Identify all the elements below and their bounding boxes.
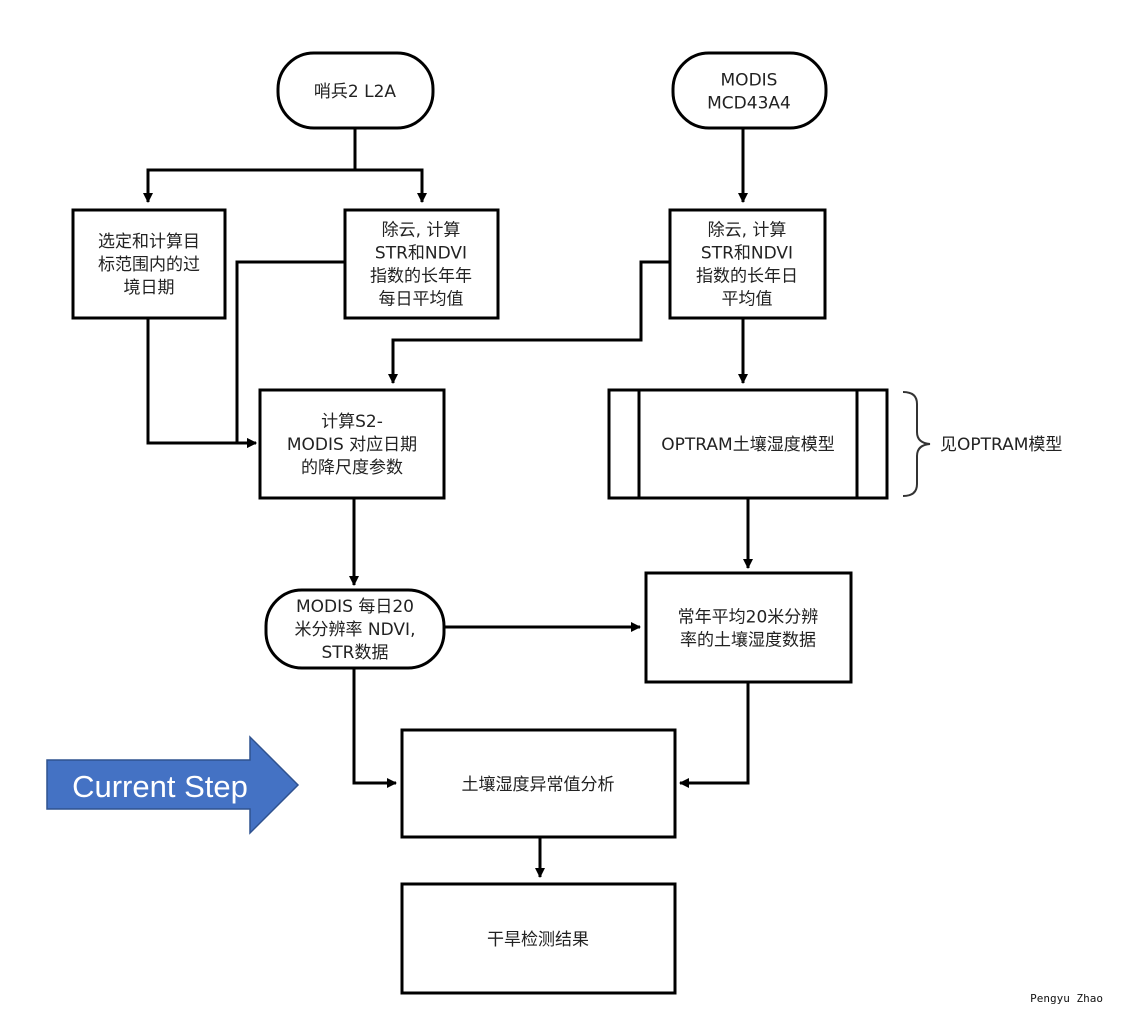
- brace-label: 见OPTRAM模型: [940, 435, 1062, 455]
- connector-dates-to-downscale: [146, 318, 257, 448]
- node-select-dates: 选定和计算目标范围内的过境日期: [71, 208, 227, 320]
- node-label-line: 平均值: [722, 290, 773, 310]
- connector-sentinel-split: [143, 128, 357, 203]
- node-modis-cloud: 除云, 计算 STR和NDVI 指数的长年日平均值: [668, 208, 827, 320]
- node-drought-label: 干旱检测结果: [487, 930, 589, 950]
- node-s2-cloud: 除云, 计算 STR和NDVI 指数的长年年每日平均值: [343, 208, 500, 320]
- node-optram-label: OPTRAM土壤湿度模型: [661, 434, 834, 455]
- node-modis-cloud-label: 除云, 计算 STR和NDVI 指数的长年日平均值: [696, 221, 798, 310]
- node-label-line: MODIS: [721, 71, 778, 91]
- node-optram: OPTRAM土壤湿度模型: [607, 388, 889, 500]
- node-label-line: 的降尺度参数: [301, 458, 403, 478]
- node-modis-source: MODIS MCD43A4: [671, 51, 828, 130]
- node-downscale: 计算S2- MODIS 对应日期的降尺度参数: [258, 388, 446, 500]
- node-label-line: 标范围内的过: [98, 255, 200, 275]
- node-sentinel-label: 哨兵2 L2A: [314, 82, 397, 102]
- current-step-label: Current Step: [72, 769, 248, 804]
- connectors: [143, 128, 753, 878]
- node-label-line: 率的土壤湿度数据: [680, 630, 816, 651]
- author-credit: Pengyu Zhao: [1030, 992, 1103, 1005]
- node-modis-daily-label: MODIS 每日20 米分辨率 NDVI, STR数据: [295, 597, 416, 663]
- node-label-line: MCD43A4: [707, 94, 791, 114]
- node-label-line: 除云, 计算: [708, 221, 787, 241]
- node-label-line: 土壤湿度异常值分析: [462, 774, 615, 795]
- node-select-dates-label: 选定和计算目标范围内的过境日期: [98, 232, 200, 298]
- current-step-callout: Current Step: [46, 735, 300, 835]
- node-modis-daily: MODIS 每日20 米分辨率 NDVI, STR数据: [264, 588, 446, 670]
- node-longterm-sm: 常年平均20米分辨率的土壤湿度数据: [644, 571, 853, 684]
- node-downscale-label: 计算S2- MODIS 对应日期的降尺度参数: [287, 412, 417, 478]
- node-label-line: 指数的长年日: [696, 267, 798, 287]
- node-label-line: 米分辨率 NDVI,: [295, 620, 416, 640]
- node-label-line: 指数的长年年: [370, 267, 472, 287]
- node-label-line: MODIS 每日20: [296, 597, 414, 617]
- node-label-line: OPTRAM土壤湿度模型: [661, 434, 834, 455]
- connector-daily-to-anomaly: [352, 668, 397, 788]
- node-label-line: 干旱检测结果: [487, 930, 589, 950]
- current-step-arrow-icon: [46, 735, 300, 835]
- connector-s2cloud-to-downscale: [235, 260, 345, 448]
- node-modis-source-label: MODIS MCD43A4: [707, 71, 791, 114]
- connector-modiscloud-to-downscale: [388, 260, 670, 384]
- node-anomaly: 土壤湿度异常值分析: [400, 728, 677, 839]
- connector-sentinel-to-cloud: [355, 168, 427, 203]
- node-label-line: 哨兵2 L2A: [314, 82, 397, 102]
- node-label-line: 计算S2-: [321, 412, 383, 432]
- node-label-line: 除云, 计算: [382, 221, 461, 241]
- node-label-line: 常年平均20米分辨: [678, 608, 819, 628]
- node-sentinel: 哨兵2 L2A: [276, 51, 435, 130]
- node-label-line: 每日平均值: [379, 290, 464, 310]
- node-label-line: 境日期: [124, 278, 175, 298]
- node-label-line: STR数据: [322, 643, 389, 663]
- nodes: 哨兵2 L2A MODIS MCD43A4 选定和计算目标范围内的过境日期 除云,…: [71, 51, 889, 995]
- brace-icon: [902, 391, 931, 497]
- node-longterm-sm-label: 常年平均20米分辨率的土壤湿度数据: [678, 608, 819, 651]
- node-anomaly-label: 土壤湿度异常值分析: [462, 774, 615, 795]
- node-s2-cloud-label: 除云, 计算 STR和NDVI 指数的长年年每日平均值: [370, 221, 472, 310]
- node-label-line: STR和NDVI: [375, 244, 467, 264]
- node-label-line: STR和NDVI: [701, 244, 793, 264]
- node-label-line: MODIS 对应日期: [287, 435, 417, 455]
- node-label-line: 选定和计算目: [98, 232, 200, 252]
- node-drought: 干旱检测结果: [400, 882, 677, 995]
- optram-brace: 见OPTRAM模型: [902, 391, 1062, 497]
- connector-longterm-to-anomaly: [679, 682, 750, 788]
